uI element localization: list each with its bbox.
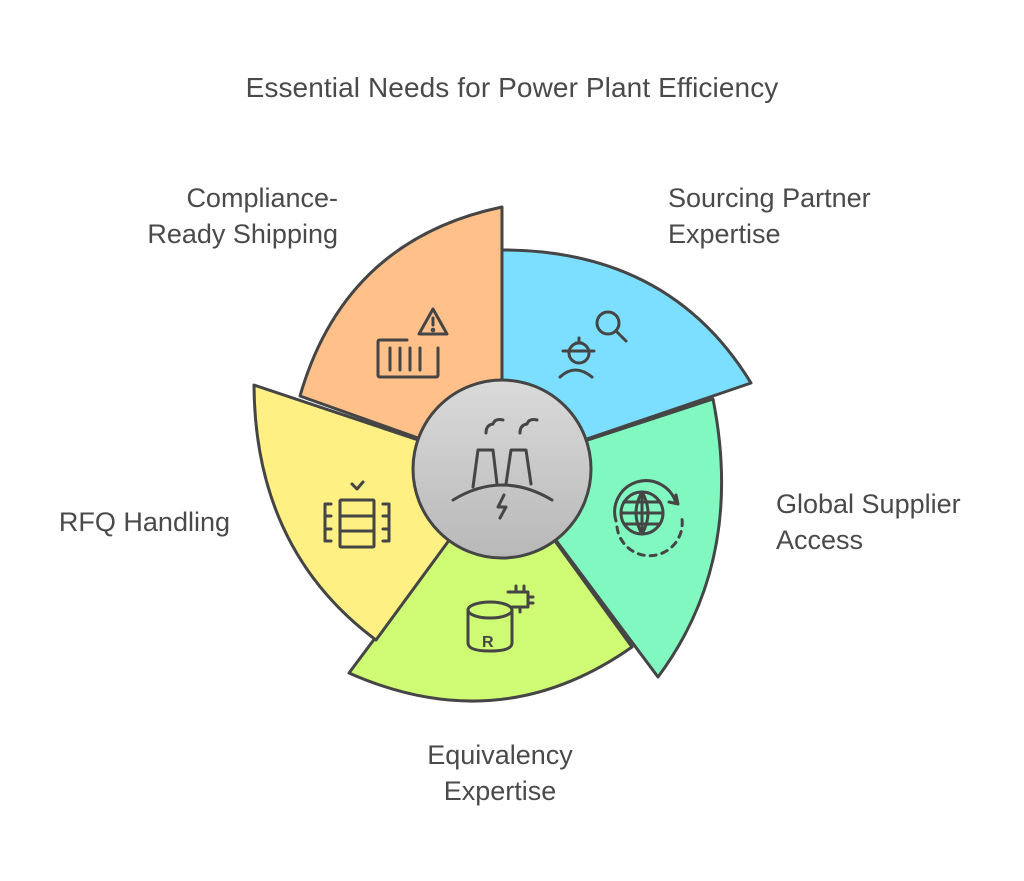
label-rfq: RFQ Handling (20, 504, 230, 540)
engineer-search-icon (558, 310, 628, 379)
database-letter: R (482, 634, 494, 651)
label-line: Compliance- (186, 183, 338, 213)
database-chip-icon (466, 584, 535, 653)
label-line: Global Supplier (776, 489, 961, 519)
label-equivalency: Equivalency Expertise (380, 737, 620, 809)
power-plant-icon (451, 418, 554, 520)
document-stack-check-icon (323, 480, 391, 549)
label-compliance: Compliance- Ready Shipping (100, 180, 338, 252)
segment-equivalency[interactable] (347, 466, 634, 703)
label-sourcing: Sourcing Partner Expertise (668, 180, 968, 252)
label-line: Equivalency (427, 740, 573, 770)
label-line: Ready Shipping (147, 219, 338, 249)
label-line: Access (776, 525, 864, 555)
center-hub[interactable] (411, 378, 593, 560)
label-line: Sourcing Partner (668, 183, 871, 213)
diagram-title: Essential Needs for Power Plant Efficien… (245, 72, 779, 103)
label-line: Expertise (668, 219, 781, 249)
label-global: Global Supplier Access (776, 486, 1016, 558)
label-line: Expertise (443, 776, 557, 806)
globe-rotate-icon (613, 479, 684, 558)
shipping-container-warning-icon (376, 307, 449, 379)
label-line: RFQ Handling (58, 507, 230, 537)
